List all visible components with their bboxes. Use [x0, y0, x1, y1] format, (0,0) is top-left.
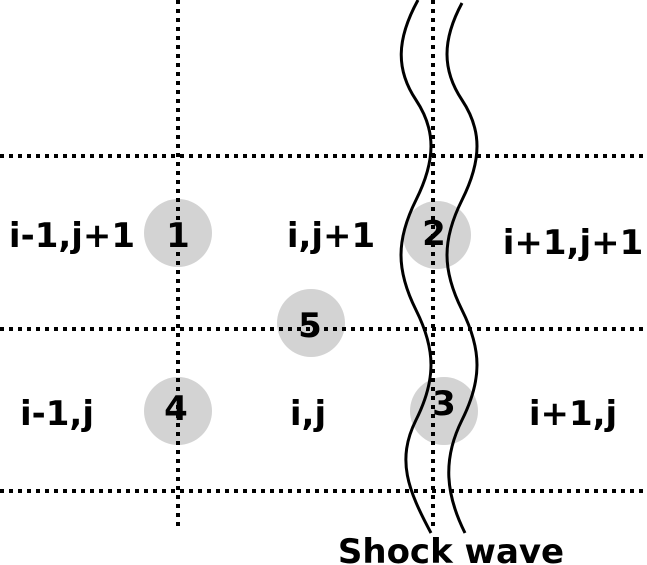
node-1-label: 1	[166, 216, 190, 256]
node-5-disc	[277, 289, 345, 357]
cell-label-bottom-right: i+1,j	[529, 394, 617, 434]
cell-label-top-middle: i,j+1	[287, 216, 375, 256]
cell-label-bottom-left: i-1,j	[20, 394, 94, 434]
node-1-disc	[144, 199, 212, 267]
cell-label-top-left: i-1,j+1	[9, 216, 135, 256]
cell-label-top-right: i+1,j+1	[503, 223, 644, 263]
shock-wave-caption: Shock wave	[338, 532, 564, 565]
node-4-disc	[144, 377, 212, 445]
node-5-label: 5	[298, 306, 322, 346]
shock-wave-left-curve	[399, 0, 433, 534]
shock-wave-right-curve	[445, 2, 479, 534]
cell-label-bottom-middle: i,j	[290, 394, 326, 434]
node-3-label: 3	[432, 384, 456, 424]
node-2-label: 2	[422, 214, 446, 254]
node-4-label: 4	[164, 389, 188, 429]
